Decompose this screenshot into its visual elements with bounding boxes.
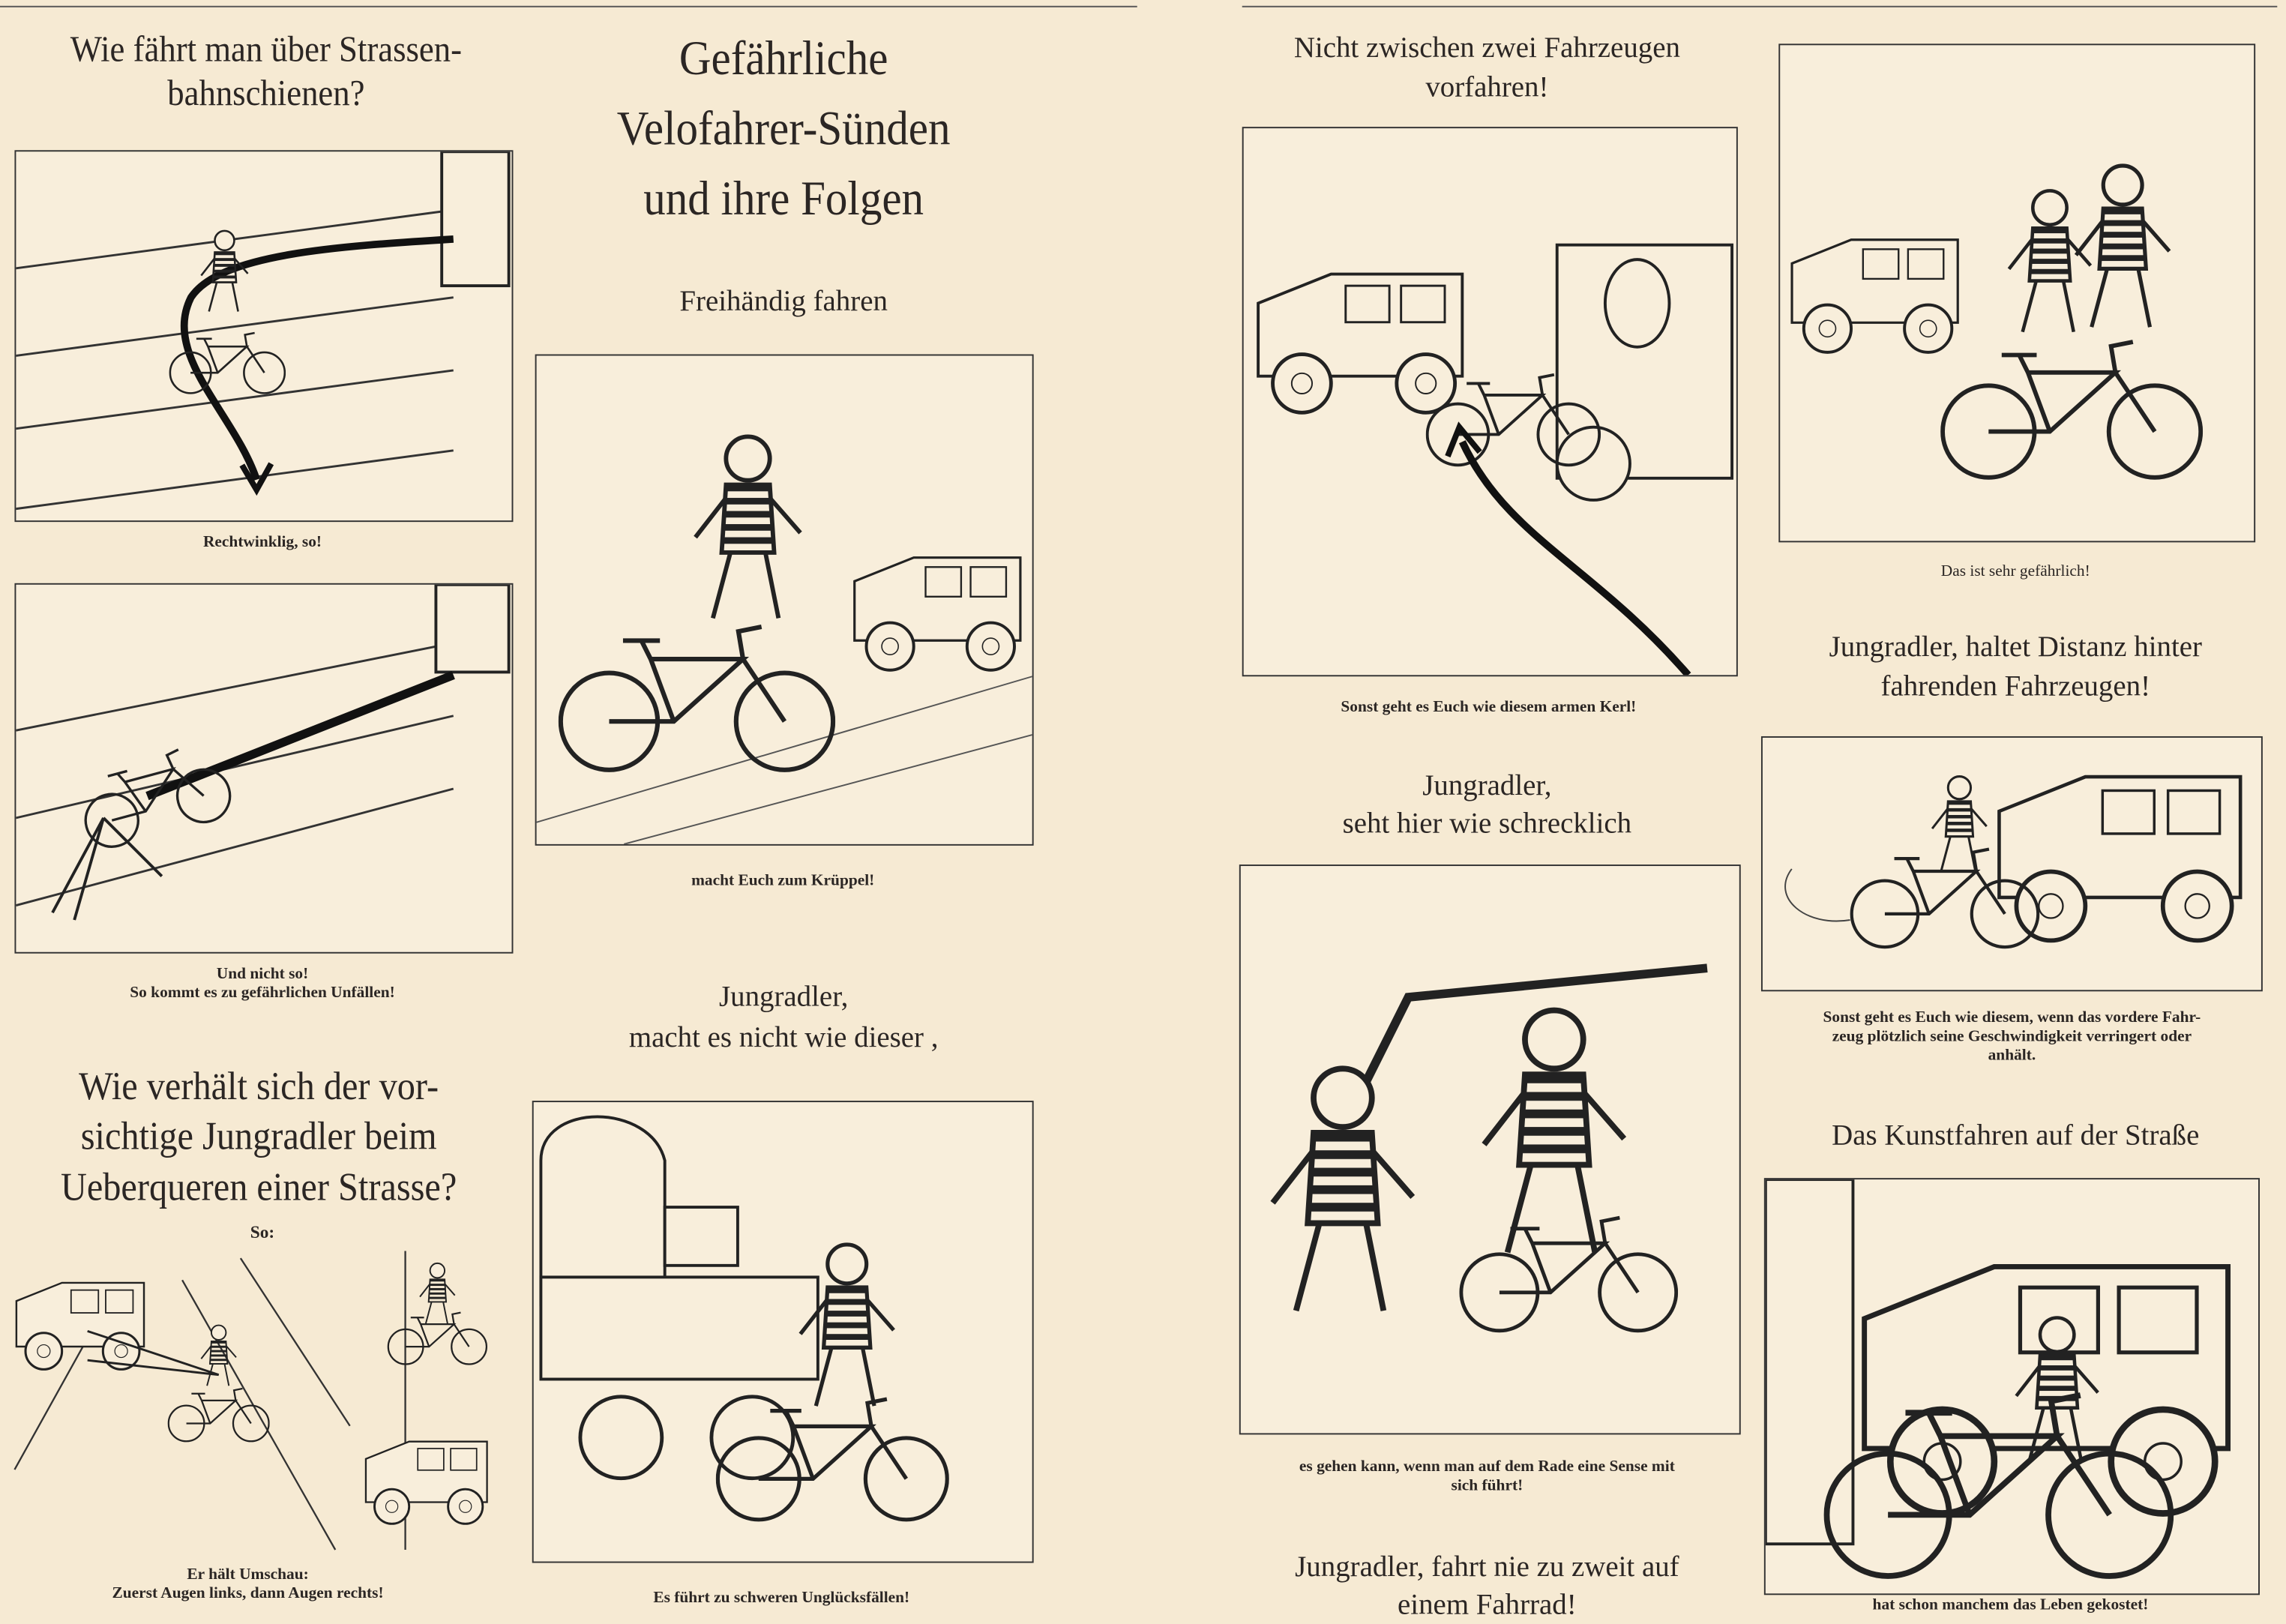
heading-line: Ueberqueren einer Strasse? <box>60 1164 457 1209</box>
heading-keep-distance: Jungradler, haltet Distanz hinter fahren… <box>1757 628 2274 707</box>
so-label: So: <box>250 1221 275 1242</box>
top-rule-left <box>0 5 1137 7</box>
caption: Er hält Umschau: Zuerst Augen links, dan… <box>0 1566 496 1604</box>
illustration-two-riders <box>1778 43 2256 543</box>
subheading-line: Jungradler, <box>719 981 849 1014</box>
heading-stunt-riding: Das Kunstfahren auf der Straße <box>1832 1119 2200 1152</box>
illustration-wrong-crossing <box>14 583 514 954</box>
illustration-collision <box>1760 736 2263 992</box>
heading-line: Jungradler, fahrt nie zu zweit auf <box>1295 1551 1679 1584</box>
heading-tram-rails: Wie fährt man über Strassen- bahnschiene… <box>21 29 511 117</box>
heading-line: bahnschienen? <box>167 74 365 114</box>
illustration-scythe <box>1239 864 1741 1435</box>
illustration-drawing <box>1765 1179 2258 1593</box>
caption-line: es gehen kann, wenn man auf dem Rade ein… <box>1299 1458 1675 1476</box>
caption: Und nicht so! So kommt es zu gefährliche… <box>14 965 510 1003</box>
caption: Das ist sehr gefährlich! <box>1940 562 2090 580</box>
illustration-drawing <box>1784 738 2261 990</box>
illustration-drawing <box>16 584 511 921</box>
illustration-drawing <box>1244 243 1734 676</box>
heading-line: Nicht zwischen zwei Fahrzeugen <box>1293 31 1680 64</box>
heading-line: Wie fährt man über Strassen- <box>70 30 463 70</box>
illustration-drawing <box>1780 45 2254 541</box>
illustration-no-hands <box>535 354 1034 846</box>
caption: Sonst geht es Euch wie diesem, wenn das … <box>1757 1009 2267 1067</box>
caption-line: So kommt es zu gefährlichen Unfällen! <box>130 984 395 1002</box>
caption-line: Er hält Umschau: <box>187 1566 309 1584</box>
top-rule-right <box>1242 5 2278 7</box>
subheading-not-like-this: Jungradler, macht es nicht wie dieser , <box>532 977 1035 1059</box>
subheading-line: macht es nicht wie dieser , <box>628 1022 939 1054</box>
caption-line: Und nicht so! <box>216 965 309 983</box>
caption: Rechtwinklig, so! <box>202 533 322 552</box>
illustration-look-both-ways <box>0 1251 496 1557</box>
title-line: Gefährliche <box>679 33 888 86</box>
illustration-drawing <box>13 1251 496 1551</box>
illustration-drawing <box>1241 963 1708 1433</box>
illustration-holding-truck <box>532 1101 1034 1563</box>
heading-scythe: Jungradler, seht hier wie schrecklich <box>1232 767 1742 843</box>
illustration-drawing <box>536 355 1032 844</box>
illustration-drawing <box>16 151 511 511</box>
illustration-right-angle-crossing <box>14 150 514 523</box>
caption-line: zeug plötzlich seine Geschwindigkeit ver… <box>1832 1028 2192 1046</box>
heading-line: seht hier wie schrecklich <box>1342 808 1632 840</box>
heading-between-vehicles: Nicht zwischen zwei Fahrzeugen vorfahren… <box>1232 29 1742 108</box>
heading-line: Wie verhält sich der vor- <box>79 1064 439 1108</box>
main-title: Gefährliche Velofahrer-Sünden und ihre F… <box>553 26 1015 235</box>
subheading-no-hands: Freihändig fahren <box>679 286 888 318</box>
heading-line: Jungradler, haltet Distanz hinter <box>1829 631 2202 664</box>
caption: Es führt zu schweren Unglücksfällen! <box>653 1589 910 1607</box>
caption-line: Sonst geht es Euch wie diesem, wenn das … <box>1823 1008 2201 1026</box>
title-line: und ihre Folgen <box>643 172 924 226</box>
caption: macht Euch zum Krüppel! <box>691 871 875 890</box>
title-line: Velofahrer-Sünden <box>616 103 951 156</box>
heading-never-two: Jungradler, fahrt nie zu zweit auf einem… <box>1232 1548 1742 1624</box>
caption: hat schon manchem das Leben gekostet! <box>1872 1596 2149 1614</box>
illustration-stunt-riding <box>1763 1178 2260 1596</box>
illustration-drawing <box>539 1115 1032 1562</box>
heading-line: sichtige Jungradler beim <box>80 1114 437 1158</box>
heading-line: einem Fahrrad! <box>1398 1589 1577 1622</box>
caption-line: sich führt! <box>1451 1477 1524 1495</box>
caption-line: anhält. <box>1988 1047 2036 1065</box>
heading-crossing-street: Wie verhält sich der vor- sichtige Jungr… <box>21 1062 497 1212</box>
heading-line: fahrenden Fahrzeugen! <box>1880 670 2151 703</box>
illustration-between-vehicles <box>1242 127 1738 677</box>
heading-line: Jungradler, <box>1422 769 1552 802</box>
caption: Sonst geht es Euch wie diesem armen Kerl… <box>1341 698 1637 716</box>
heading-line: vorfahren! <box>1425 71 1549 104</box>
caption: es gehen kann, wenn man auf dem Rade ein… <box>1232 1458 1742 1497</box>
caption-line: Zuerst Augen links, dann Augen rechts! <box>112 1585 384 1603</box>
